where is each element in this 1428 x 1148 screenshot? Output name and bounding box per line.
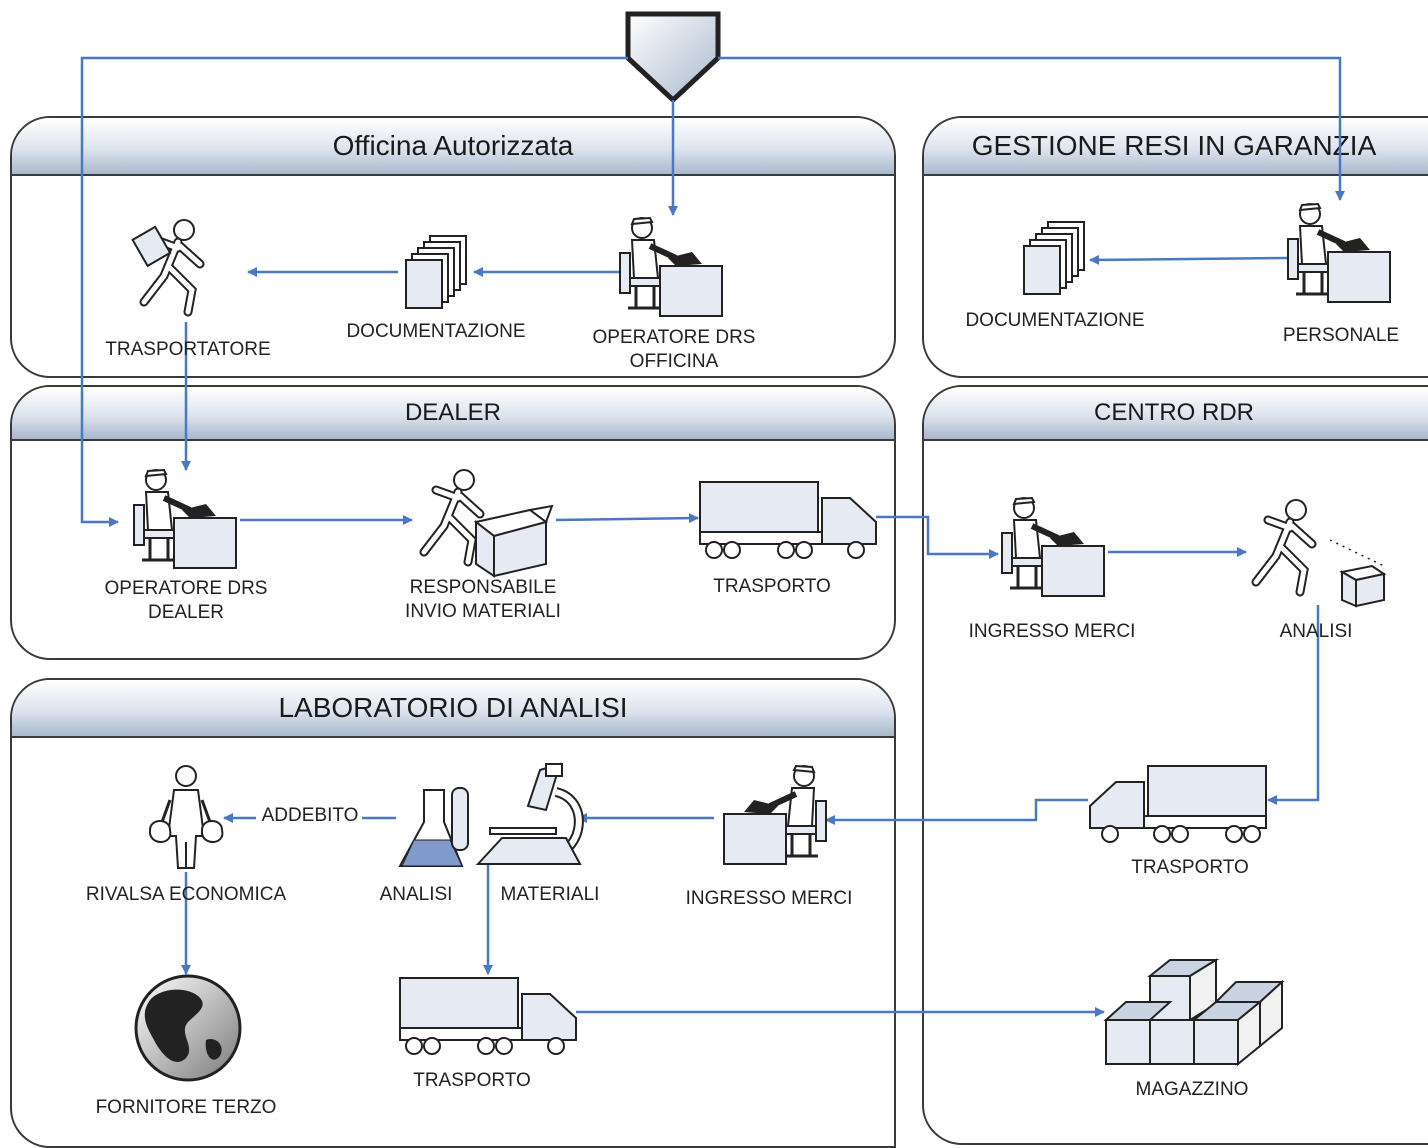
label-rivalsa-economica: RIVALSA ECONOMICA [85,884,287,905]
lane-title: GESTIONE RESI IN GARANZIA [971,130,1377,161]
lane-title: DEALER [404,399,502,426]
operator-icon [1288,204,1390,302]
lane-title: Officina Autorizzata [332,130,574,161]
label-documentazione: DOCUMENTAZIONE [965,310,1145,331]
truck-icon [1089,765,1267,843]
documents-icon [405,235,467,309]
lane-header: CENTRO RDR [924,387,1428,441]
label-line: OFFICINA [629,351,719,372]
globe-icon [134,974,242,1082]
microscope-icon [475,762,584,865]
operator-icon [620,218,722,316]
box-icon [1339,564,1387,608]
box-icon [473,504,554,578]
operator-icon [134,470,236,568]
money-bags-person-icon [148,765,224,869]
label-responsabile: RESPONSABILE INVIO MATERIALI [405,576,561,624]
truck-icon [699,481,877,559]
label-operatore-officina: OPERATORE DRS OFFICINA [593,326,756,374]
lane-title: CENTRO RDR [1094,399,1254,426]
warehouse-boxes-icon [1103,958,1285,1067]
label-operatore-dealer: OPERATORE DRS DEALER [105,577,268,625]
label-line: OPERATORE DRS [592,327,756,348]
label-ingresso-merci: INGRESSO MERCI [685,888,853,909]
label-line: DEALER [147,602,225,623]
label-trasporto: TRASPORTO [1131,857,1249,878]
worker-icon [424,470,480,562]
operator-icon [724,766,826,864]
start-shield-icon [625,11,721,104]
label-line: OPERATORE DRS [104,578,268,599]
label-materiali: MATERIALI [500,884,600,905]
edge-label-addebito: ADDEBITO [261,805,359,826]
label-ingresso-merci: INGRESSO MERCI [968,621,1136,642]
label-analisi: ANALISI [379,884,453,905]
lane-title: LABORATORIO DI ANALISI [278,692,628,723]
label-analisi: ANALISI [1279,621,1353,642]
label-trasportatore: TRASPORTATORE [105,339,271,360]
label-line: RESPONSABILE [409,577,557,598]
label-personale: PERSONALE [1282,325,1400,346]
label-trasporto: TRASPORTO [413,1070,531,1091]
lane-header: Officina Autorizzata [12,118,894,176]
package-icon [131,225,172,268]
label-line: INVIO MATERIALI [405,601,561,622]
documents-icon [1023,221,1085,295]
scan-beam [1329,539,1385,567]
lane-header: LABORATORIO DI ANALISI [12,680,894,738]
label-fornitore-terzo: FORNITORE TERZO [95,1097,277,1118]
label-magazzino: MAGAZZINO [1135,1079,1249,1100]
inspector-icon [1256,500,1312,592]
flask-icon [398,787,469,867]
lane-header: GESTIONE RESI IN GARANZIA [924,118,1428,176]
truck-icon [399,977,577,1055]
operator-icon [1002,498,1104,596]
label-trasporto: TRASPORTO [713,576,831,597]
label-documentazione: DOCUMENTAZIONE [346,321,526,342]
connector-arrows [80,56,1345,1017]
lane-header: DEALER [12,387,894,441]
